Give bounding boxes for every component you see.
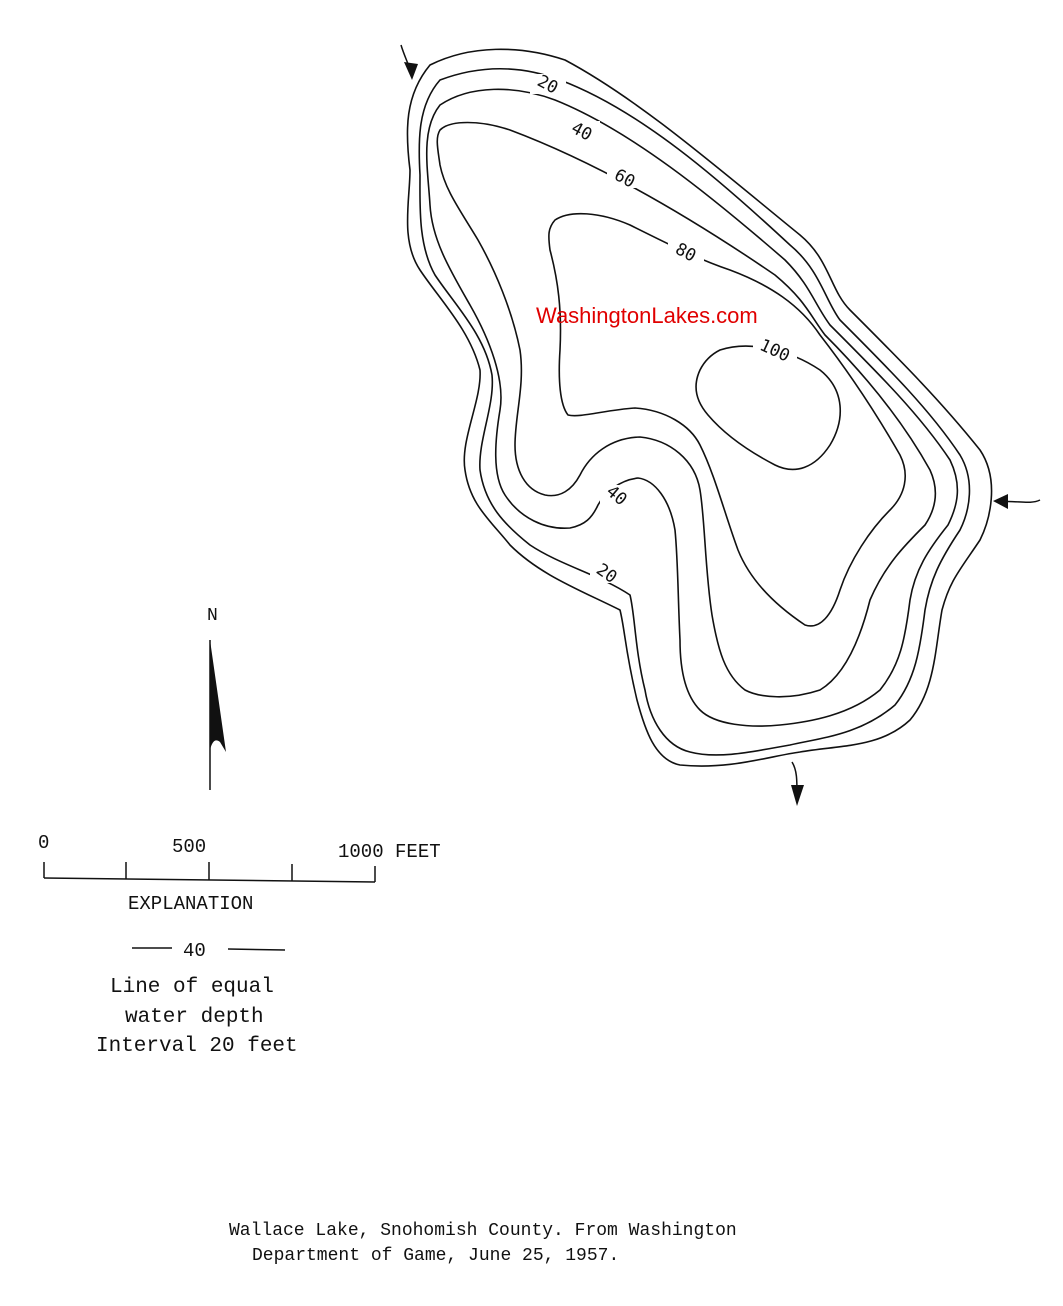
explanation-line3: Interval 20 feet — [96, 1035, 298, 1058]
explanation-title: EXPLANATION — [128, 893, 253, 915]
contour-label-40-top: 40 — [564, 118, 600, 146]
contour-60ft — [436, 121, 937, 698]
contour-label-60: 60 — [607, 165, 643, 193]
contour-label-40-bottom: 40 — [600, 482, 634, 510]
contour-40ft — [425, 88, 959, 727]
explanation-legend: EXPLANATION 40 Line of equal water depth… — [96, 893, 298, 1058]
contour-label-20-bottom: 20 — [590, 560, 624, 588]
north-arrow-icon — [210, 640, 226, 752]
outlet-arrowhead-south — [791, 785, 804, 806]
contour-20ft — [418, 67, 971, 756]
contour-label-20-top: 20 — [530, 71, 566, 99]
contour-label-100: 100 — [753, 335, 797, 366]
scale-tick-500: 500 — [172, 836, 206, 858]
scale-tick-1000: 1000 FEET — [338, 841, 441, 863]
inlet-arrowhead-east — [993, 494, 1008, 509]
contour-label-80: 80 — [668, 239, 704, 267]
explanation-sample-value: 40 — [183, 940, 206, 962]
watermark-text: WashingtonLakes.com — [536, 303, 758, 328]
inlet-arrowhead-north — [404, 62, 418, 80]
caption-line2: Department of Game, June 25, 1957. — [252, 1246, 619, 1266]
north-arrow: N — [207, 606, 226, 790]
scale-bar: 0 500 1000 FEET — [38, 832, 441, 883]
shoreline-contour — [406, 48, 993, 767]
caption-line1: Wallace Lake, Snohomish County. From Was… — [229, 1221, 737, 1241]
svg-text:N: N — [207, 606, 218, 626]
scale-tick-0: 0 — [38, 832, 49, 854]
explanation-line1: Line of equal — [110, 976, 274, 999]
explanation-line2: water depth — [125, 1006, 264, 1029]
contour-100ft — [695, 345, 841, 471]
contour-80ft — [548, 212, 906, 627]
